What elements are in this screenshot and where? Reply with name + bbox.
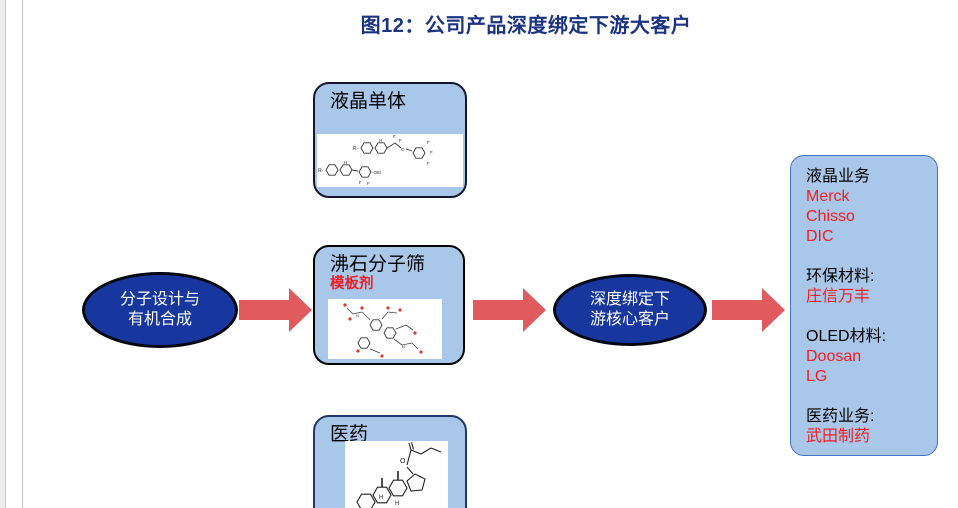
svg-text:F: F (427, 161, 430, 166)
svg-text:O: O (401, 147, 405, 152)
svg-text:H: H (344, 160, 347, 165)
svg-text:F: F (430, 150, 433, 155)
customer-section-liquid-crystal: 液晶业务 Merck Chisso DIC (806, 167, 931, 247)
svg-text:R-: R- (318, 168, 324, 174)
product-box-liquid-crystal: 液晶单体 R- H F F O F F F R- H (313, 82, 467, 198)
svg-text:F: F (393, 134, 396, 139)
steroid-structure-image: O H H H (345, 441, 448, 508)
svg-text:N: N (356, 313, 359, 318)
svg-text:H: H (379, 138, 382, 143)
svg-text:F: F (367, 181, 370, 186)
product-box-label: 液晶单体 (330, 91, 407, 112)
svg-text:F: F (399, 138, 402, 143)
molecule-drawing-icon: R- H F F O F F F R- H -OEt (318, 134, 433, 186)
svg-text:H: H (379, 495, 383, 501)
svg-text:F: F (427, 140, 430, 145)
customer-name: Doosan (806, 348, 862, 365)
customer-section-pharma: 医药业务: 武田制药 (806, 407, 931, 447)
node-label-line1: 深度绑定下 (589, 291, 670, 308)
svg-text:H: H (395, 501, 399, 507)
template-agent-structure-image: N N (328, 299, 442, 359)
liquid-crystal-structure-image: R- H F F O F F F R- H -OEt (317, 134, 463, 187)
customers-box: 液晶业务 Merck Chisso DIC 环保材料: 庄信万丰 OLED材料:… (790, 155, 938, 456)
customer-name: 武田制药 (806, 428, 871, 445)
customer-section-environmental: 环保材料: 庄信万丰 (806, 267, 931, 307)
product-box-zeolite: 沸石分子筛 模板剂 (313, 245, 465, 365)
svg-text:R-: R- (353, 146, 359, 152)
template-agent-label: 模板剂 (330, 276, 374, 292)
product-box-pharma: 医药 O H H H (313, 415, 467, 508)
flow-arrow-icon (239, 288, 312, 332)
customer-section-oled: OLED材料: Doosan LG (806, 327, 931, 387)
product-box-label: 医药 (330, 424, 369, 445)
customer-section-heading: 医药业务: (806, 408, 875, 425)
node-customer-binding: 深度绑定下 游核心客户 (553, 274, 707, 346)
customer-section-heading: OLED材料: (806, 328, 887, 345)
figure-title: 图12：公司产品深度绑定下游大客户 (360, 15, 692, 37)
molecule-drawing-icon: N N (343, 303, 423, 358)
node-label-line2: 有机合成 (127, 311, 192, 328)
customer-name: LG (806, 368, 828, 385)
page-edge-strip (0, 0, 6, 508)
svg-text:F: F (359, 180, 362, 185)
flow-arrow-icon (473, 288, 546, 332)
customer-name: DIC (806, 228, 834, 245)
svg-text:-OEt: -OEt (372, 170, 382, 175)
customer-name: 庄信万丰 (806, 288, 871, 305)
page-rule-line (22, 0, 23, 508)
node-molecular-design: 分子设计与 有机合成 (82, 272, 238, 348)
customer-name: Chisso (806, 208, 855, 225)
molecule-drawing-icon: O H H H (356, 442, 442, 508)
node-label-line2: 游核心客户 (589, 311, 670, 328)
customer-section-heading: 环保材料: (806, 268, 875, 285)
customer-name: Merck (806, 188, 850, 205)
flow-arrow-icon (712, 288, 785, 332)
svg-text:N: N (402, 344, 405, 349)
node-label-line1: 分子设计与 (119, 291, 200, 308)
customer-section-heading: 液晶业务 (806, 168, 871, 185)
product-box-label: 沸石分子筛 (330, 254, 426, 275)
svg-text:O: O (400, 458, 406, 465)
